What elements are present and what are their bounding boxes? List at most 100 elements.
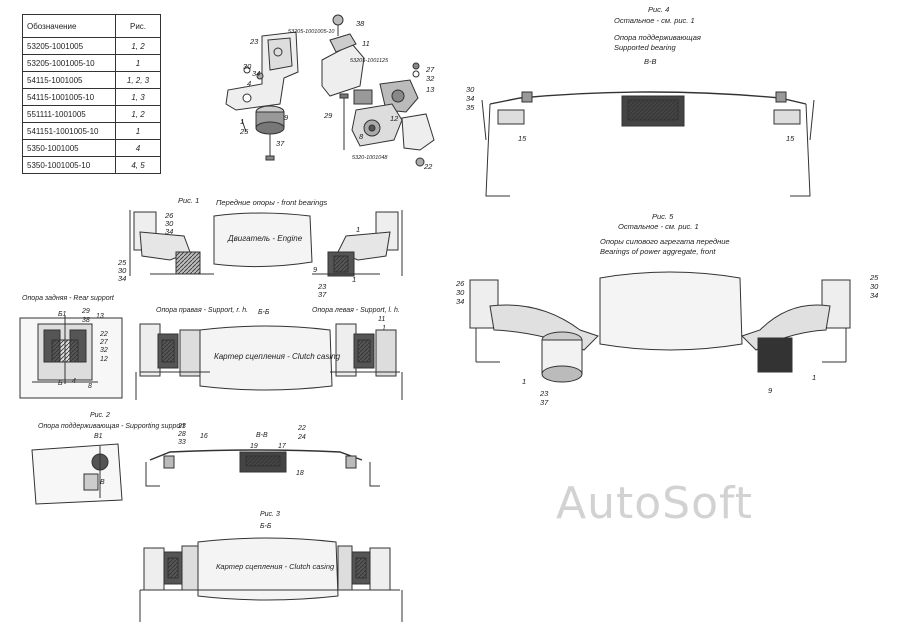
callout-label: 26 [164,211,174,220]
figure-2-labels: Рис. 2 Опора поддерживающая - Supporting… [38,412,306,486]
callout-label: 37 [540,398,549,407]
callout-label: 15 [786,134,795,143]
callout-label: 15 [518,134,527,143]
exploded-code-bottom: 5320-1001048 [352,155,388,161]
callout-label: 8 [359,132,364,141]
figure-5-drawing [469,271,851,383]
callout-label: 29 [81,308,90,315]
callout-label: 23 [249,37,259,46]
support-right-title: Опора правая - Support, r. h. [156,307,248,314]
callout-label: 34 [456,297,464,306]
figure-4-caption: Рис. 4 [648,5,669,14]
exploded-code-mid: 53205-1001125 [350,58,389,64]
bb-section-mark: Б-Б [258,309,270,316]
figure-2-title: Опора поддерживающая - Supporting suppor… [38,422,186,430]
figure-3-mark: Б-Б [260,523,272,530]
callout-label: 23 [317,282,327,291]
figure-4-labels: Рис. 4 Остальное - см. рис. 1 Опора подд… [466,5,795,143]
callout-label: 33 [178,439,186,446]
callout-label: 30 [165,219,174,228]
callout-label: 34 [118,274,126,283]
exploded-assembly [225,14,435,167]
callout-label: 34 [165,227,173,236]
callout-label: 11 [378,316,385,323]
callout-label: 25 [117,258,127,267]
figure-5-title-ru: Опоры силового агрегата передние [600,237,730,246]
v-mark: В [100,479,105,486]
callout-label: 32 [100,347,108,354]
callout-label: 35 [466,103,475,112]
figure-1-drawing [129,210,403,277]
callout-label: 27 [425,65,435,74]
exploded-labels: 53205-1001005-10 53205-1001125 5320-1001… [239,19,435,171]
figure-2-caption: Рис. 2 [90,412,110,419]
callout-label: 13 [426,85,435,94]
callout-label: 30 [456,288,465,297]
callout-label: 30 [243,62,252,71]
callout-label: 9 [313,265,318,274]
callout-label: 30 [118,266,127,275]
callout-label: 34 [466,94,474,103]
rear-support-title: Опора задняя - Rear support [22,294,115,302]
exploded-code-top: 53205-1001005-10 [288,29,335,35]
callout-label: 30 [870,282,879,291]
clutch-casing-label: Картер сцепления - Clutch casing [214,352,341,361]
callout-label: 26 [455,279,465,288]
clutch-supports-drawing [135,323,403,400]
callout-label: 9 [768,386,773,395]
callout-label: 23 [177,423,186,430]
figure-5-caption: Рис. 5 [652,212,674,221]
vv-section-mark: В-В [256,432,268,439]
callout-label: 28 [177,431,186,438]
figure-5-title-en: Bearings of power aggregate, front [600,247,716,256]
callout-label: 37 [276,139,285,148]
callout-label: 18 [296,470,304,477]
callout-label: 1 [812,373,816,382]
rear-support-labels: Опора задняя - Rear support Б1 Б 29 38 1… [22,294,115,390]
callout-label: 1 [356,225,360,234]
figure-3-drawing [139,537,403,622]
callout-label: 1 [352,275,356,284]
callout-label: 12 [390,114,399,123]
callout-label: 22 [423,162,433,171]
callout-label: 22 [99,331,108,338]
figure-3-labels: Рис. 3 Б-Б Картер сцепления - Clutch cas… [216,511,335,571]
rear-b1-mark: Б1 [58,311,67,318]
support-left-title: Опора левая - Support, l. h. [312,307,400,314]
callout-label: 34 [870,291,878,300]
callout-label: 17 [278,443,287,450]
callout-label: 32 [426,74,435,83]
callout-label: 13 [96,313,104,320]
callout-label: 1 [240,117,244,126]
callout-label: 37 [318,290,327,299]
callout-label: 16 [200,433,208,440]
callout-label: 30 [466,85,475,94]
engine-label: Двигатель - Engine [227,234,303,243]
callout-label: 25 [869,273,879,282]
callout-label: 23 [539,389,549,398]
figure-1-title: Передние опоры - front bearings [216,198,327,207]
v1-mark: В1 [94,433,103,440]
figure-4-note: Остальное - см. рис. 1 [614,16,695,25]
callout-label: 1 [382,325,386,332]
callout-label: 4 [247,79,251,88]
rear-support-drawing [19,316,123,399]
callout-label: 38 [82,317,90,324]
callout-label: 34 [252,69,260,78]
figure-4-drawing [481,91,815,197]
callout-label: 38 [356,19,365,28]
callout-label: 8 [88,383,92,390]
figure-1-labels: Рис. 1 Передние опоры - front bearings Д… [117,196,360,299]
figure-3-clutch-label: Картер сцепления - Clutch casing [216,562,335,571]
figure-2-drawing [31,443,380,505]
figure-4-title-en: Supported bearing [614,43,677,52]
callout-label: 12 [100,356,108,363]
figure-3-caption: Рис. 3 [260,511,280,518]
